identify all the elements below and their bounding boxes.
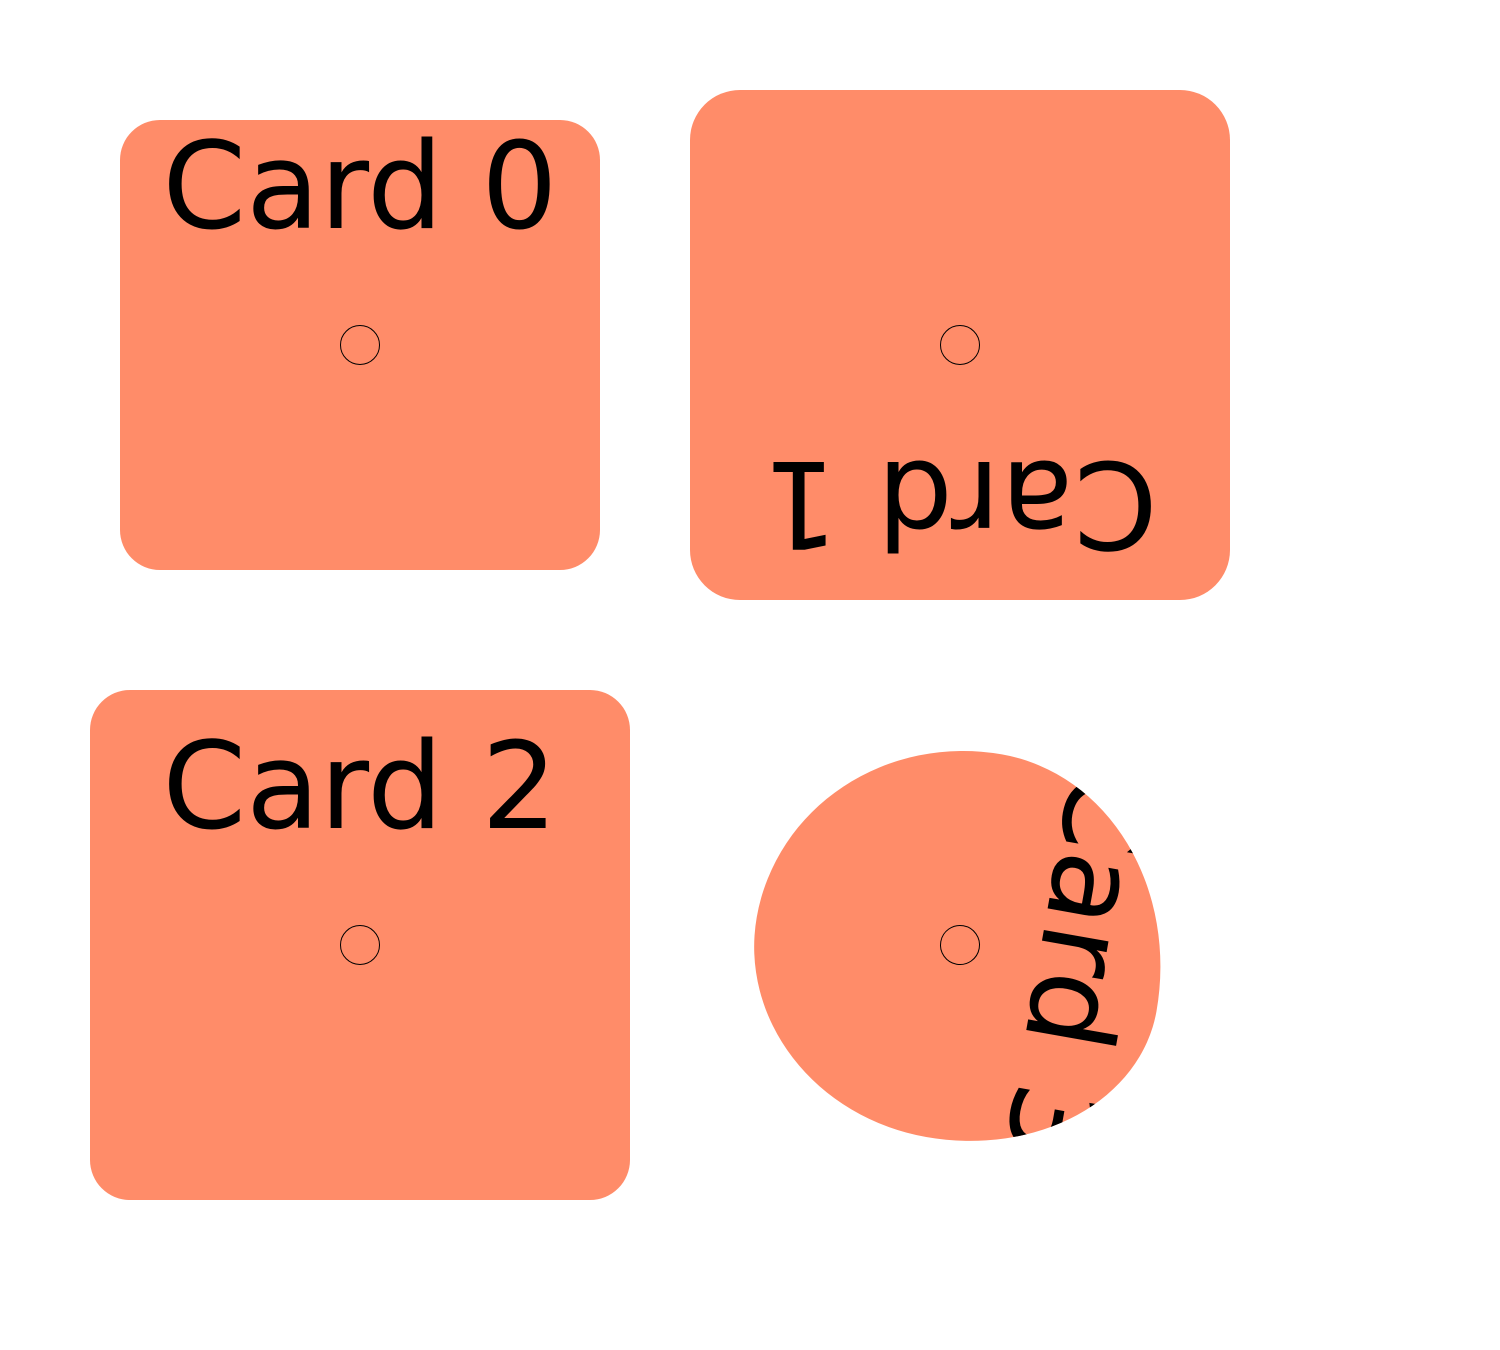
card-2-label: Card 2 [162, 718, 558, 857]
card-1[interactable]: Card 1 [690, 90, 1230, 600]
card-0-label: Card 0 [162, 120, 558, 257]
card-1-label: Card 1 [762, 433, 1158, 572]
card-2-center-dot-icon [340, 925, 380, 965]
card-2[interactable]: Card 2 [90, 690, 630, 1200]
card-3-label: Card 3 [975, 759, 1182, 1173]
card-3[interactable]: Card 3 [724, 717, 1196, 1173]
card-0-center-dot-icon [340, 325, 380, 365]
card-0[interactable]: Card 0 [120, 120, 600, 570]
card-1-center-dot-icon [940, 325, 980, 365]
card-3-center-dot-icon [936, 921, 984, 969]
